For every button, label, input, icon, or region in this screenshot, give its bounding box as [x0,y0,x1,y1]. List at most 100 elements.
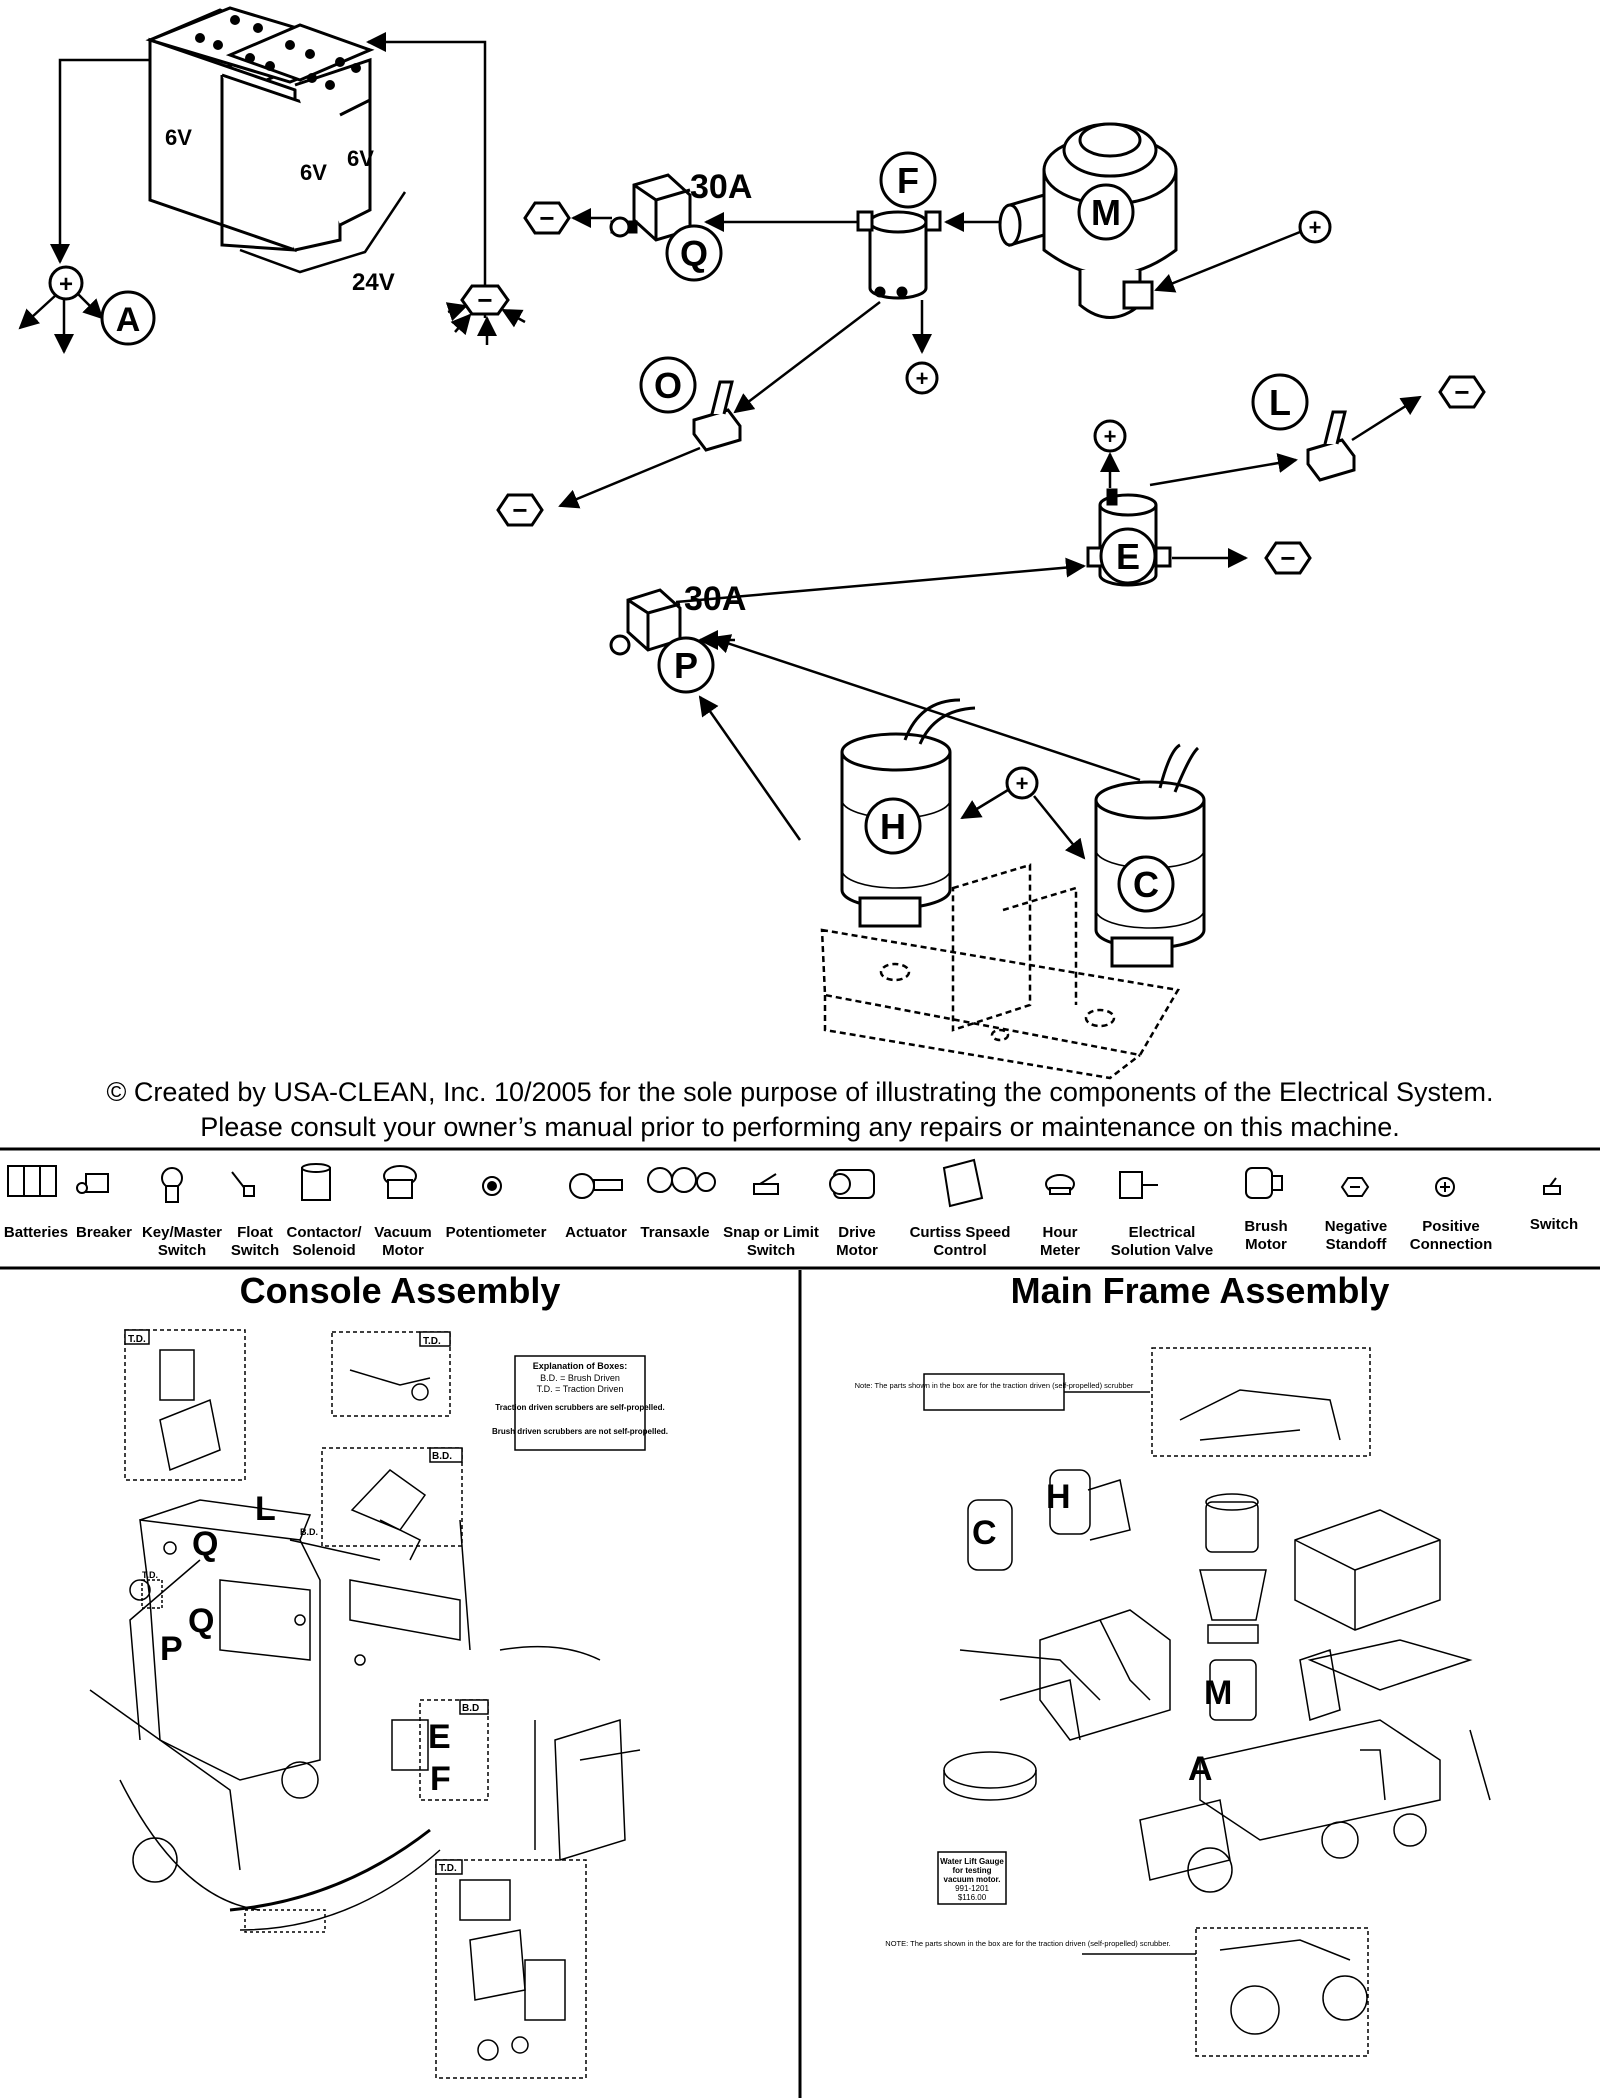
switch-icon [1543,1177,1561,1195]
svg-text:+: + [1104,424,1117,449]
drive-motor-icon [829,1169,875,1199]
limit-switch-icon [753,1173,779,1195]
svg-text:Water Lift Gauge: Water Lift Gauge [940,1857,1004,1866]
breaker-q [609,173,692,242]
svg-text:−: − [539,203,554,233]
switch-o [692,380,742,452]
main-frame-assembly-drawing [923,1347,1491,2057]
svg-text:B.D: B.D [462,1703,479,1714]
contactor-icon [301,1163,331,1201]
svg-text:−: − [1280,543,1295,573]
svg-text:P: P [674,645,698,686]
legend-label-float-switch: Float Switch [230,1224,280,1259]
legend-label-solution-valve: Electrical Solution Valve [1110,1224,1214,1259]
frame-letter-c: C [972,1514,997,1552]
vacuum-motor-m [998,122,1178,319]
float-switch-icon [231,1171,255,1197]
positive-connection-m: + [1298,210,1332,244]
batteries-icon [7,1165,57,1197]
svg-text:Brush driven scrubbers are not: Brush driven scrubbers are not self-prop… [492,1427,668,1436]
console-assembly-title: Console Assembly [239,1270,561,1311]
console-box-tags: T.D. T.D. B.D. B.D. T.D. B.D T.D. [128,1334,479,1874]
legend-label-switch: Switch [1529,1216,1579,1233]
legend-label-transaxle: Transaxle [640,1224,710,1241]
vacuum-motor-icon [383,1165,417,1199]
svg-text:−: − [477,285,492,315]
copyright-line-1: © Created by USA-CLEAN, Inc. 10/2005 for… [106,1077,1494,1107]
box-explanation-note: Explanation of Boxes: B.D. = Brush Drive… [492,1361,668,1436]
battery-label-3: 6V [347,146,374,171]
component-l-label: L [1251,373,1309,431]
legend-label-vacuum-motor: Vacuum Motor [374,1224,432,1259]
console-letter-p: P [160,1630,183,1668]
svg-text:T.D.: T.D. [128,1334,146,1345]
console-letter-q: Q [192,1525,218,1563]
legend-label-key-switch: Key/Master Switch [141,1224,223,1259]
contactor-f [856,210,942,300]
console-letter-q2: Q [188,1602,214,1640]
svg-text:H: H [880,806,906,847]
component-e-label: E [1099,527,1157,585]
component-p-label: P [657,636,715,694]
battery-label-2: 6V [300,160,327,185]
svg-text:$116.00: $116.00 [958,1893,987,1902]
switch-l [1306,410,1356,482]
legend-label-actuator: Actuator [565,1224,627,1241]
svg-text:for testing: for testing [952,1866,991,1875]
breaker-p-rating: 30A [684,580,746,618]
battery-total-voltage: 24V [352,269,395,296]
battery-wires [50,32,487,318]
breaker-icon [76,1173,109,1194]
frame-letter-h: H [1046,1478,1071,1516]
frame-letter-m: M [1204,1674,1232,1712]
svg-text:L: L [1269,382,1291,423]
svg-text:−: − [1454,377,1469,407]
legend-icons [7,1158,1561,1208]
legend-label-breaker: Breaker [76,1224,132,1241]
console-letter-f: F [430,1760,451,1798]
legend-label-negative-standoff: Negative Standoff [1324,1218,1388,1253]
component-f-label: F [879,151,937,209]
hour-meter-icon [1045,1174,1075,1195]
legend-label-limit-switch: Snap or Limit Switch [723,1224,819,1259]
svg-text:+: + [59,271,73,298]
svg-text:B.D.: B.D. [300,1527,318,1537]
negative-standoff-icon [1340,1177,1370,1197]
svg-text:+: + [916,366,929,391]
positive-connection-icon [1435,1177,1455,1197]
svg-text:B.D. = Brush Driven: B.D. = Brush Driven [540,1373,620,1383]
svg-text:+: + [1016,771,1029,796]
positive-connection-f: + [905,361,939,395]
component-m-label: M [1077,183,1135,241]
console-assembly-drawing [89,1329,646,2079]
component-h-label: H [864,797,922,855]
component-q-label: Q [665,224,723,282]
component-c-label: C [1117,855,1175,913]
negative-standoff-q: − [523,201,571,235]
svg-text:M: M [1091,192,1121,233]
battery-pack [145,6,407,274]
breaker-q-rating: 30A [690,168,752,206]
brush-motor-c [1094,743,1206,968]
legend-label-positive-connection: Positive Connection [1409,1218,1493,1253]
console-letters: L Q Q P E F [160,1490,451,1798]
brush-motor-icon [1245,1167,1283,1199]
svg-text:NOTE: The parts shown in the b: NOTE: The parts shown in the box are for… [885,1939,1170,1948]
legend-label-potentiometer: Potentiometer [445,1224,547,1241]
legend-label-contactor: Contactor/ Solenoid [286,1224,362,1259]
negative-terminal-battery: − [445,284,526,345]
main-frame-letters: H C M A [972,1478,1232,1788]
console-letter-l: L [255,1490,276,1528]
svg-text:Q: Q [680,233,708,274]
legend-label-batteries: Batteries [3,1224,69,1241]
console-letter-e: E [428,1718,451,1756]
svg-text:T.D.: T.D. [423,1336,441,1347]
component-a-label: A [100,290,156,346]
legend-label-brush-motor: Brush Motor [1244,1218,1288,1253]
positive-connection-e: + [1093,419,1127,453]
component-o-label: O [639,356,697,414]
battery-label-1: 6V [165,125,192,150]
svg-text:O: O [654,365,682,406]
svg-text:T.D. = Traction Driven: T.D. = Traction Driven [537,1384,624,1394]
